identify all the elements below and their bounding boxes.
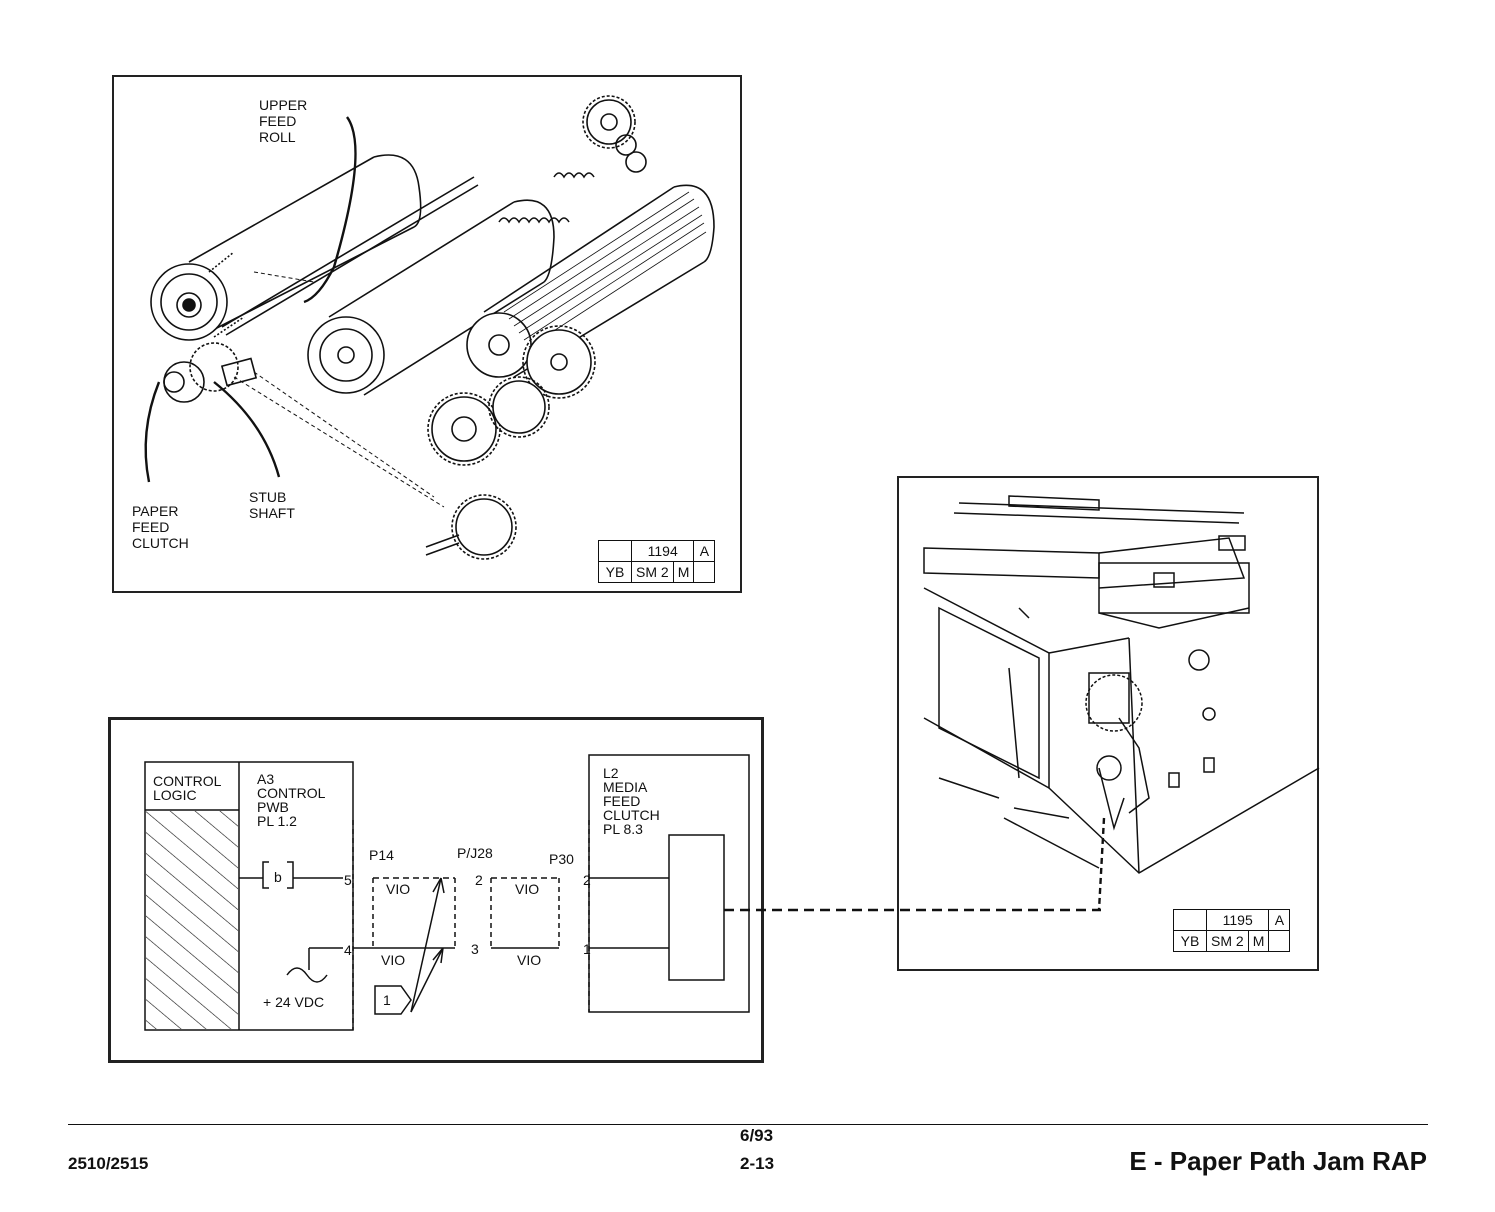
- printer-location-illustration: [899, 478, 1321, 973]
- footer-date: 6/93: [740, 1126, 773, 1146]
- figure-code-c3: M: [1248, 931, 1269, 952]
- figure-code-c2: SM 2: [1207, 931, 1249, 952]
- footer-page-number: 2-13: [740, 1154, 774, 1174]
- schematic-wiring: [111, 720, 767, 1066]
- wire-label-vio: VIO: [517, 953, 541, 967]
- pin-4: 4: [344, 943, 352, 957]
- footer-section-title: E - Paper Path Jam RAP: [1129, 1146, 1427, 1177]
- figure-code-box-1195: 1195 A YB SM 2 M: [1173, 909, 1290, 952]
- pin-2-clutch: 2: [583, 873, 591, 887]
- figure-code-c1: YB: [599, 562, 632, 583]
- footer-divider: [68, 1124, 1428, 1125]
- connector-p30: P30: [549, 852, 574, 866]
- figure-code-c1: YB: [1174, 931, 1207, 952]
- figure-feed-assembly: UPPER FEED ROLL PAPER FEED CLUTCH STUB S…: [112, 75, 742, 593]
- wire-label-vio: VIO: [386, 882, 410, 896]
- wire-label-vio: VIO: [381, 953, 405, 967]
- figure-code-c2: SM 2: [632, 562, 674, 583]
- control-logic-label: CONTROL LOGIC: [153, 774, 221, 802]
- pin-3-jack: 3: [471, 942, 479, 956]
- label-upper-feed-roll: UPPER FEED ROLL: [259, 97, 307, 145]
- figure-printer-location: 1195 A YB SM 2 M: [897, 476, 1319, 971]
- wire-label-vio: VIO: [515, 882, 539, 896]
- figure-code-box-1194: 1194 A YB SM 2 M: [598, 540, 715, 583]
- label-paper-feed-clutch: PAPER FEED CLUTCH: [132, 503, 189, 551]
- figure-number: 1195: [1207, 910, 1269, 931]
- wiring-schematic: CONTROL LOGIC A3 CONTROL PWB PL 1.2 L2 M…: [108, 717, 764, 1063]
- callout-flag-number: 1: [383, 993, 391, 1007]
- feed-assembly-illustration: [114, 77, 744, 595]
- connector-p14: P14: [369, 848, 394, 862]
- connector-pj28: P/J28: [457, 846, 493, 860]
- label-stub-shaft: STUB SHAFT: [249, 489, 295, 521]
- footer-model: 2510/2515: [68, 1154, 148, 1174]
- pin-5: 5: [344, 873, 352, 887]
- figure-rev: A: [694, 541, 715, 562]
- pin-1-clutch: 1: [583, 942, 591, 956]
- control-pwb-label: A3 CONTROL PWB PL 1.2: [257, 772, 325, 828]
- clutch-label: L2 MEDIA FEED CLUTCH PL 8.3: [603, 766, 660, 836]
- figure-rev: A: [1269, 910, 1290, 931]
- bracket-b-label: b: [274, 870, 282, 884]
- pin-2-jack: 2: [475, 873, 483, 887]
- supply-voltage-label: + 24 VDC: [263, 995, 324, 1009]
- figure-number: 1194: [632, 541, 694, 562]
- figure-code-c3: M: [673, 562, 694, 583]
